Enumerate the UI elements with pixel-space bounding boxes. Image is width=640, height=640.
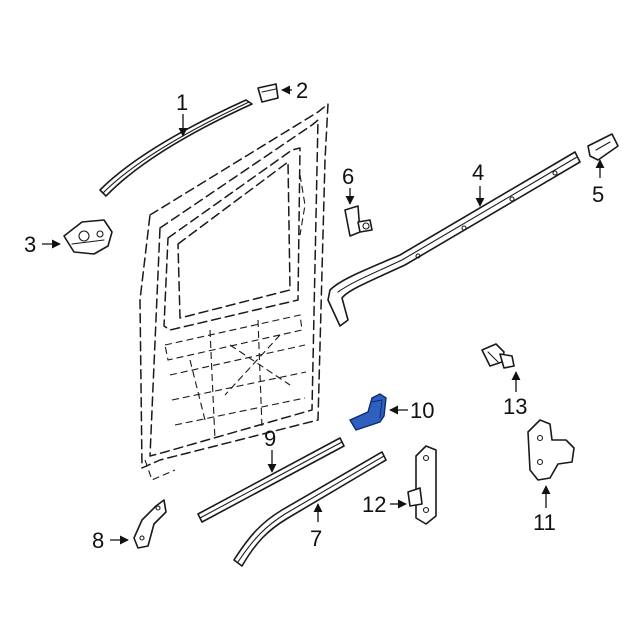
callout-5: 5 (592, 182, 604, 207)
part-2-clip (257, 83, 279, 103)
callout-2: 2 (296, 78, 308, 103)
part-11-striker-plate (527, 419, 575, 481)
part-6-upper-roller-bracket (344, 205, 373, 237)
callout-8: 8 (92, 528, 104, 553)
callout-1: 1 (176, 90, 188, 115)
part-3-latch-bracket (63, 219, 113, 255)
part-12-lower-guide-plate (407, 445, 437, 525)
part-10-lower-arm-bracket (349, 393, 387, 431)
callout-13: 13 (503, 394, 527, 419)
callout-4: 4 (472, 160, 484, 185)
callout-12: 12 (362, 492, 386, 517)
callout-3: 3 (24, 232, 36, 257)
callout-6: 6 (342, 164, 354, 189)
part-9-sill-strip (197, 437, 345, 523)
callout-7: 7 (310, 526, 322, 551)
callouts: 1 2 3 4 5 6 7 8 9 10 11 12 13 (24, 78, 605, 553)
part-7-lower-track (233, 451, 387, 567)
part-4-upper-rail (327, 151, 581, 327)
callout-9: 9 (264, 426, 276, 451)
part-8-lower-bracket (133, 499, 167, 549)
callout-10: 10 (410, 398, 434, 423)
part-5-rail-end-cap (587, 133, 619, 161)
sliding-door-outline (139, 103, 329, 481)
part-1-window-channel (99, 99, 253, 197)
part-13-bumper (481, 343, 515, 369)
callout-11: 11 (533, 510, 556, 535)
